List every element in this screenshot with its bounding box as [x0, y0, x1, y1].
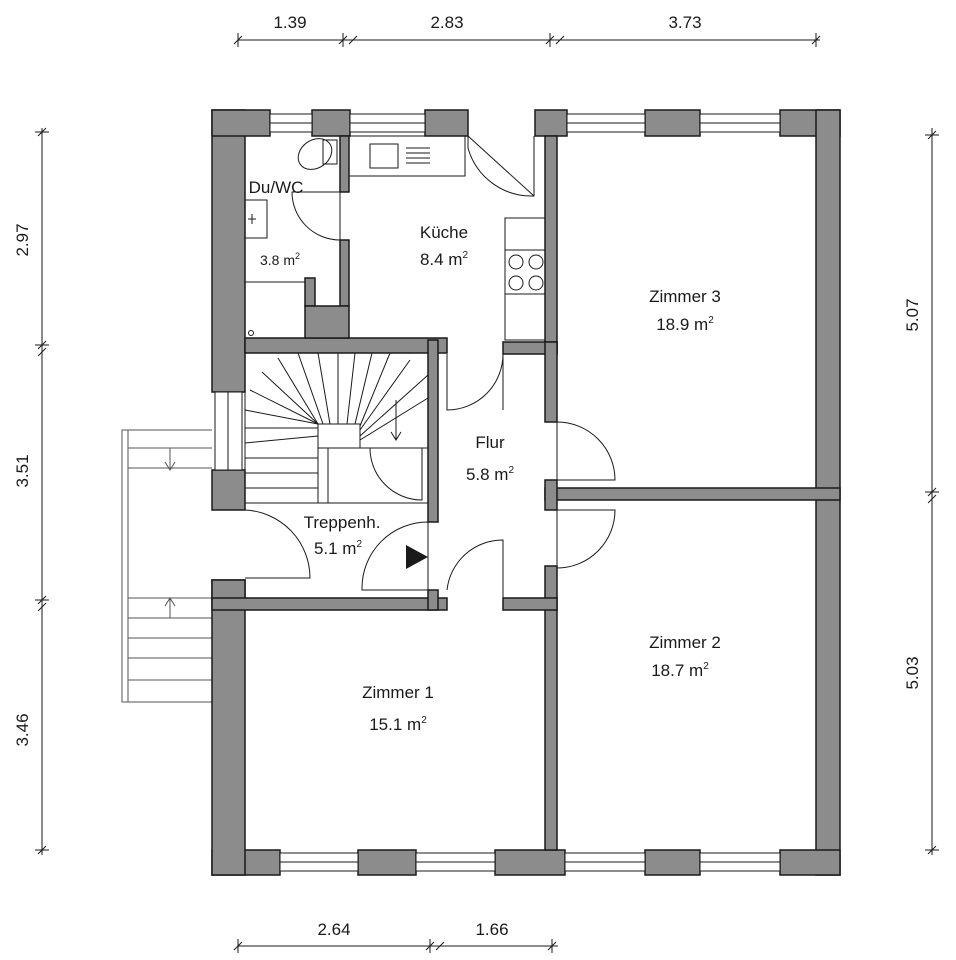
dimension-labels: 1.39 2.83 3.73 2.64 1.66 2.97 3.51 3.46 …	[13, 13, 922, 939]
shower-icon	[244, 281, 306, 339]
dim-left-3: 3.46	[13, 713, 32, 746]
room-area-bath: 3.8 m2	[260, 251, 300, 268]
kitchen-sink-icon	[348, 135, 466, 177]
dim-right-2: 5.03	[903, 656, 922, 689]
dimension-lines	[35, 33, 939, 953]
dim-bottom-1: 2.64	[317, 920, 350, 939]
room-name-zimmer3: Zimmer 3	[649, 287, 721, 306]
entrance-arrow-icon	[406, 545, 428, 569]
room-name-zimmer2: Zimmer 2	[649, 633, 721, 652]
room-area-flur: 5.8 m2	[466, 465, 515, 484]
internal-staircase	[244, 352, 429, 504]
room-name-zimmer1: Zimmer 1	[362, 683, 434, 702]
dim-top-3: 3.73	[668, 13, 701, 32]
walls	[211, 109, 841, 876]
toilet-icon	[297, 138, 338, 170]
room-area-kitchen: 8.4 m2	[420, 250, 469, 269]
bath-fixtures	[244, 138, 338, 339]
doors	[244, 135, 616, 598]
room-name-bath: Du/WC	[249, 178, 304, 197]
stove-icon	[504, 217, 546, 341]
windows	[214, 113, 781, 872]
dim-bottom-2: 1.66	[475, 920, 508, 939]
room-name-kitchen: Küche	[420, 223, 468, 242]
dim-top-1: 1.39	[273, 13, 306, 32]
room-name-treppenhaus: Treppenh.	[304, 513, 381, 532]
dim-left-1: 2.97	[13, 223, 32, 256]
dim-right-1: 5.07	[903, 298, 922, 331]
room-name-flur: Flur	[475, 433, 505, 452]
room-labels: Du/WC 3.8 m2 Küche 8.4 m2 Zimmer 3 18.9 …	[249, 178, 721, 734]
kitchen-fixtures	[348, 135, 546, 341]
room-area-zimmer3: 18.9 m2	[656, 315, 714, 334]
outdoor-stairs	[121, 429, 212, 703]
dim-top-2: 2.83	[430, 13, 463, 32]
room-area-zimmer2: 18.7 m2	[651, 661, 709, 680]
dim-left-2: 3.51	[13, 454, 32, 487]
sink-icon	[244, 199, 268, 239]
room-area-zimmer1: 15.1 m2	[369, 715, 427, 734]
room-area-treppenhaus: 5.1 m2	[314, 539, 363, 558]
